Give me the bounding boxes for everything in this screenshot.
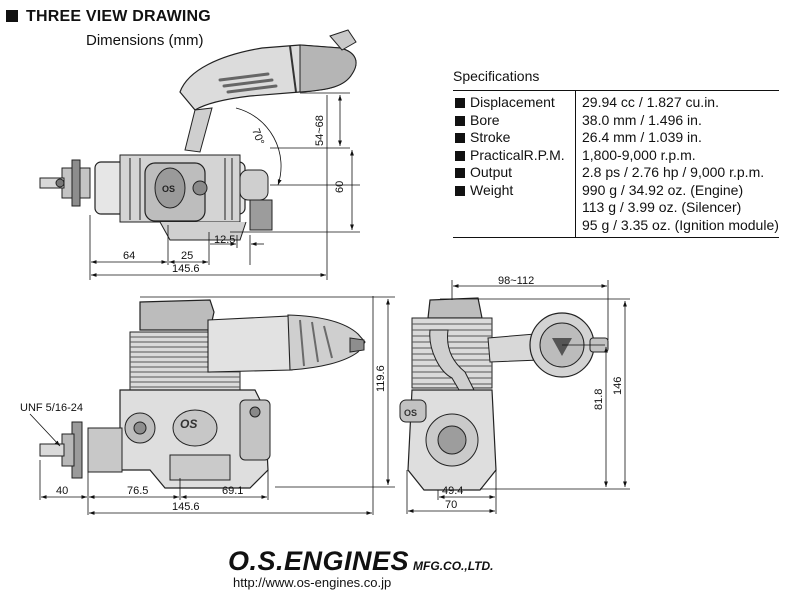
spec-value: 990 g / 34.92 oz. (Engine): [582, 181, 744, 198]
page-title: THREE VIEW DRAWING: [26, 8, 211, 25]
page-subtitle: Dimensions (mm): [86, 32, 204, 49]
os-emblem-icon: OS: [404, 408, 417, 418]
top-view-dimensions: 64 25 12.5 145.6 54~68 60 70°: [89, 92, 360, 280]
spec-label: Output: [470, 164, 513, 180]
os-emblem-icon: OS: [162, 184, 175, 194]
spec-row-weight: Weight 990 g / 34.92 oz. (Engine): [453, 181, 779, 199]
spec-row-output: Output 2.8 ps / 2.76 hp / 9,000 r.p.m.: [453, 164, 779, 182]
spec-value: 95 g / 3.35 oz. (Ignition module): [582, 216, 779, 233]
dim-angle-70: 70°: [249, 127, 266, 147]
dim-76-5: 76.5: [127, 485, 148, 497]
os-emblem-icon: OS: [180, 417, 197, 431]
spec-value: 29.94 cc / 1.827 cu.in.: [582, 94, 719, 110]
specifications-table: Displacement 29.94 cc / 1.827 cu.in. Bor…: [453, 90, 779, 238]
spec-row-displacement: Displacement 29.94 cc / 1.827 cu.in.: [453, 90, 779, 112]
bullet-square-icon: [455, 115, 465, 126]
bullet-square-icon: [455, 185, 465, 196]
side-view-crankcase: OS: [119, 389, 271, 489]
side-view-engine: OS: [39, 299, 366, 489]
spec-value: 38.0 mm / 1.496 in.: [582, 111, 702, 128]
dim-60: 60: [334, 181, 346, 193]
spec-label: Bore: [470, 111, 500, 128]
dim-81-8: 81.8: [593, 389, 605, 410]
spec-row-weight-silencer: 113 g / 3.99 oz. (Silencer): [453, 199, 779, 217]
top-view-muffler: [179, 29, 357, 153]
side-view-prop-shaft: [39, 421, 123, 479]
spec-value: 2.8 ps / 2.76 hp / 9,000 r.p.m.: [582, 164, 765, 180]
front-view-crankcase: OS: [399, 389, 497, 491]
logo-suffix: MFG.CO.,LTD.: [413, 559, 494, 573]
logo-wordmark: O.S.ENGINES: [228, 546, 410, 576]
spec-row-weight-ignition: 95 g / 3.35 oz. (Ignition module): [453, 216, 779, 238]
spec-row-stroke: Stroke 26.4 mm / 1.039 in.: [453, 129, 779, 147]
spec-value: 113 g / 3.99 oz. (Silencer): [582, 199, 742, 215]
front-view-dimensions: 98~112 81.8 146 49.4 70: [406, 275, 630, 514]
spec-label: PracticalR.P.M.: [470, 146, 565, 163]
website-url: http://www.os-engines.co.jp: [233, 575, 392, 590]
dim-146: 146: [612, 377, 624, 395]
spec-label: Displacement: [470, 94, 555, 110]
dim-119-6: 119.6: [375, 365, 387, 392]
dim-40: 40: [56, 485, 68, 497]
specifications-panel: Specifications Displacement 29.94 cc / 1…: [453, 68, 779, 238]
bullet-square-icon: [455, 98, 465, 108]
unf-thread-label: UNF 5/16-24: [20, 402, 83, 414]
bullet-square-icon: [455, 150, 465, 161]
dim-70: 70: [445, 499, 457, 511]
header-square-icon: [6, 10, 18, 22]
dim-12-5: 12.5: [214, 234, 235, 246]
side-view-dimensions: UNF 5/16-24 40 76.5 69.1 145.6 119.6: [20, 296, 395, 515]
top-view-engine: OS: [39, 29, 357, 241]
drawing-header: THREE VIEW DRAWING Dimensions (mm): [6, 8, 211, 49]
dim-64: 64: [123, 250, 135, 262]
front-view-engine: OS: [399, 297, 609, 491]
top-view-crankcase: OS: [94, 154, 273, 241]
spec-label: Stroke: [470, 129, 511, 145]
bullet-square-icon: [455, 168, 465, 178]
bullet-square-icon: [455, 133, 465, 143]
dim-98-112: 98~112: [498, 275, 534, 287]
dim-49-4: 49.4: [442, 485, 463, 497]
spec-value: 26.4 mm / 1.039 in.: [582, 129, 702, 145]
spec-row-bore: Bore 38.0 mm / 1.496 in.: [453, 111, 779, 129]
dim-25: 25: [181, 250, 193, 262]
dim-145-6-top: 145.6: [172, 263, 200, 275]
spec-row-rpm: PracticalR.P.M. 1,800-9,000 r.p.m.: [453, 146, 779, 164]
dim-69-1: 69.1: [222, 485, 243, 497]
dim-145-6-side: 145.6: [172, 501, 200, 513]
spec-label: Weight: [470, 181, 514, 198]
top-view-prop-shaft: [39, 159, 91, 207]
specifications-title: Specifications: [453, 68, 540, 84]
spec-value: 1,800-9,000 r.p.m.: [582, 146, 696, 163]
side-view-muffler: [207, 314, 366, 373]
dim-54-68: 54~68: [314, 115, 326, 146]
